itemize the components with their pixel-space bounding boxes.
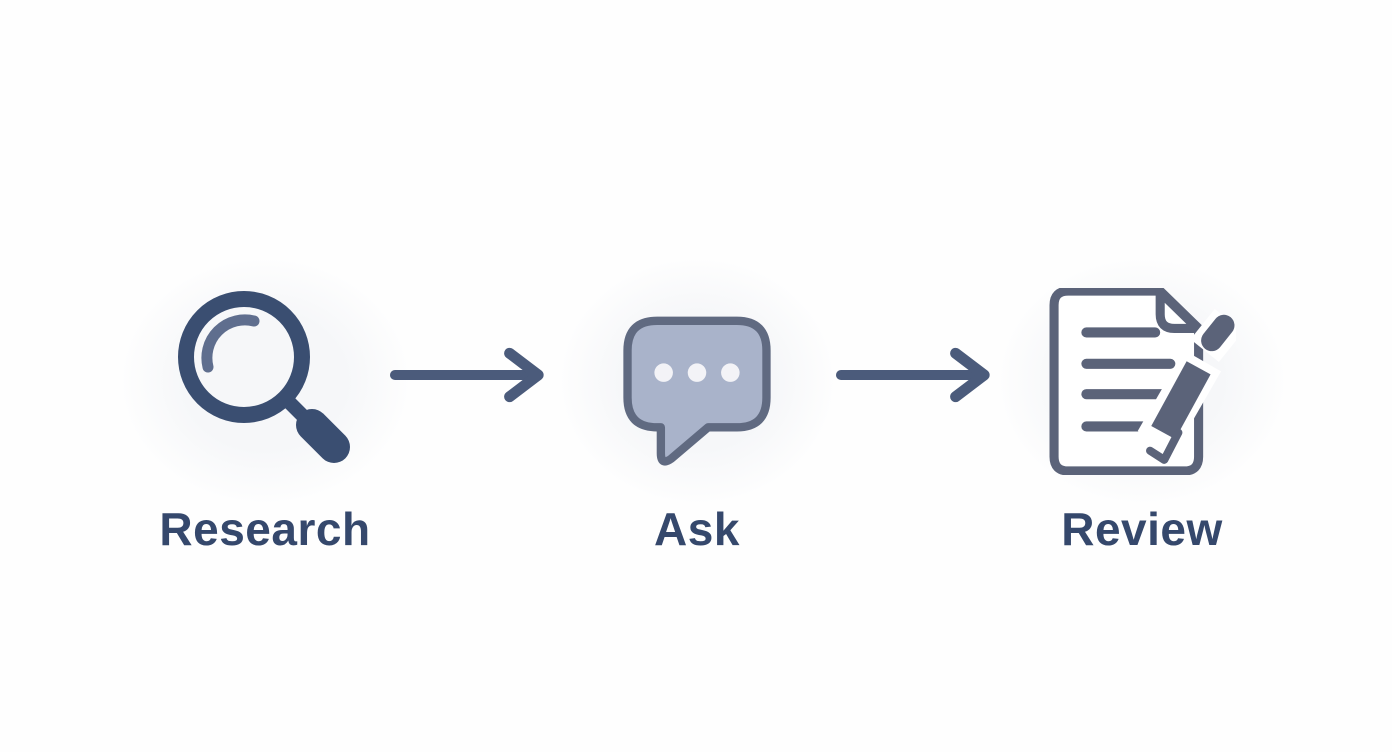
document-pencil-svg: [1049, 287, 1236, 475]
magnifier-icon-svg: [178, 290, 350, 463]
document-pencil-icon: [996, 256, 1288, 506]
arrow-right-svg: [835, 347, 990, 403]
step-ask-label: Ask: [654, 503, 740, 555]
step-review: Review: [996, 256, 1288, 554]
speech-bubble-icon: [557, 256, 837, 506]
arrow-right-svg: [389, 347, 544, 403]
magnifier-icon: [118, 256, 412, 506]
arrow-right-icon: [388, 344, 556, 406]
step-ask: Ask: [557, 256, 837, 554]
arrow-right-icon: [834, 344, 1002, 406]
step-research: Research: [118, 256, 412, 554]
speech-bubble-svg: [623, 316, 771, 466]
step-research-label: Research: [159, 503, 371, 555]
step-review-label: Review: [1061, 503, 1223, 555]
